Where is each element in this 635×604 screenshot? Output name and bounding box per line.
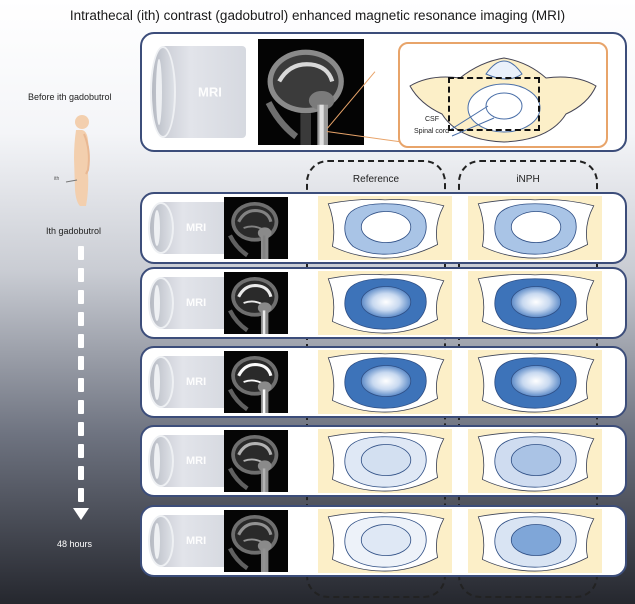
inph-cross-section <box>468 271 602 335</box>
mri-scanner-icon: MRI <box>158 202 228 254</box>
before-ith-label: Before ith gadobutrol <box>28 92 112 102</box>
timepoint-panel: MRI <box>140 425 627 497</box>
zoom-dashed-box <box>448 77 540 131</box>
reference-cross-section <box>318 196 452 260</box>
mri-scanner-icon: MRI <box>158 356 228 408</box>
mri-scanner-icon: MRI <box>158 435 228 487</box>
timepoint-panel: MRI <box>140 192 627 264</box>
mri-brain-image <box>224 430 288 492</box>
ith-gadobutrol-label: Ith gadobutrol <box>46 226 101 236</box>
needle-label: ith <box>54 176 59 182</box>
mri-scanner-icon: MRI <box>158 277 228 329</box>
mri-label: MRI <box>186 376 206 388</box>
inph-cross-section <box>468 509 602 573</box>
mri-label: MRI <box>186 455 206 467</box>
timepoint-panel: MRI <box>140 267 627 339</box>
spinal-zoom-panel: CSF Spinal cord <box>398 42 608 148</box>
end-time-label: 48 hours <box>57 539 92 549</box>
inph-cross-section <box>468 350 602 414</box>
mri-label: MRI <box>186 297 206 309</box>
page-title: Intrathecal (ith) contrast (gadobutrol) … <box>0 8 635 23</box>
reference-cross-section <box>318 350 452 414</box>
mri-label: MRI <box>186 535 206 547</box>
mri-label: MRI <box>198 85 222 100</box>
mri-scanner-icon: MRI <box>158 515 228 567</box>
csf-label: CSF <box>425 116 439 123</box>
mri-label: MRI <box>186 222 206 234</box>
timepoint-panel: MRI <box>140 346 627 418</box>
timepoint-panel: MRI <box>140 505 627 577</box>
arrow-head-icon <box>73 508 89 520</box>
inph-cross-section <box>468 196 602 260</box>
inph-column-header: iNPH <box>458 174 598 185</box>
spinal-cord-label: Spinal cord <box>414 128 449 135</box>
mri-scanner-icon: MRI <box>160 46 246 138</box>
baseline-mri-image <box>258 39 364 145</box>
mri-brain-image <box>224 272 288 334</box>
reference-cross-section <box>318 509 452 573</box>
mri-brain-image <box>224 351 288 413</box>
reference-cross-section <box>318 271 452 335</box>
reference-cross-section <box>318 429 452 493</box>
reference-column-header: Reference <box>306 174 446 185</box>
mri-brain-image <box>224 197 288 259</box>
inph-cross-section <box>468 429 602 493</box>
mri-brain-image <box>224 510 288 572</box>
patient-figure-icon: ith <box>60 110 100 210</box>
